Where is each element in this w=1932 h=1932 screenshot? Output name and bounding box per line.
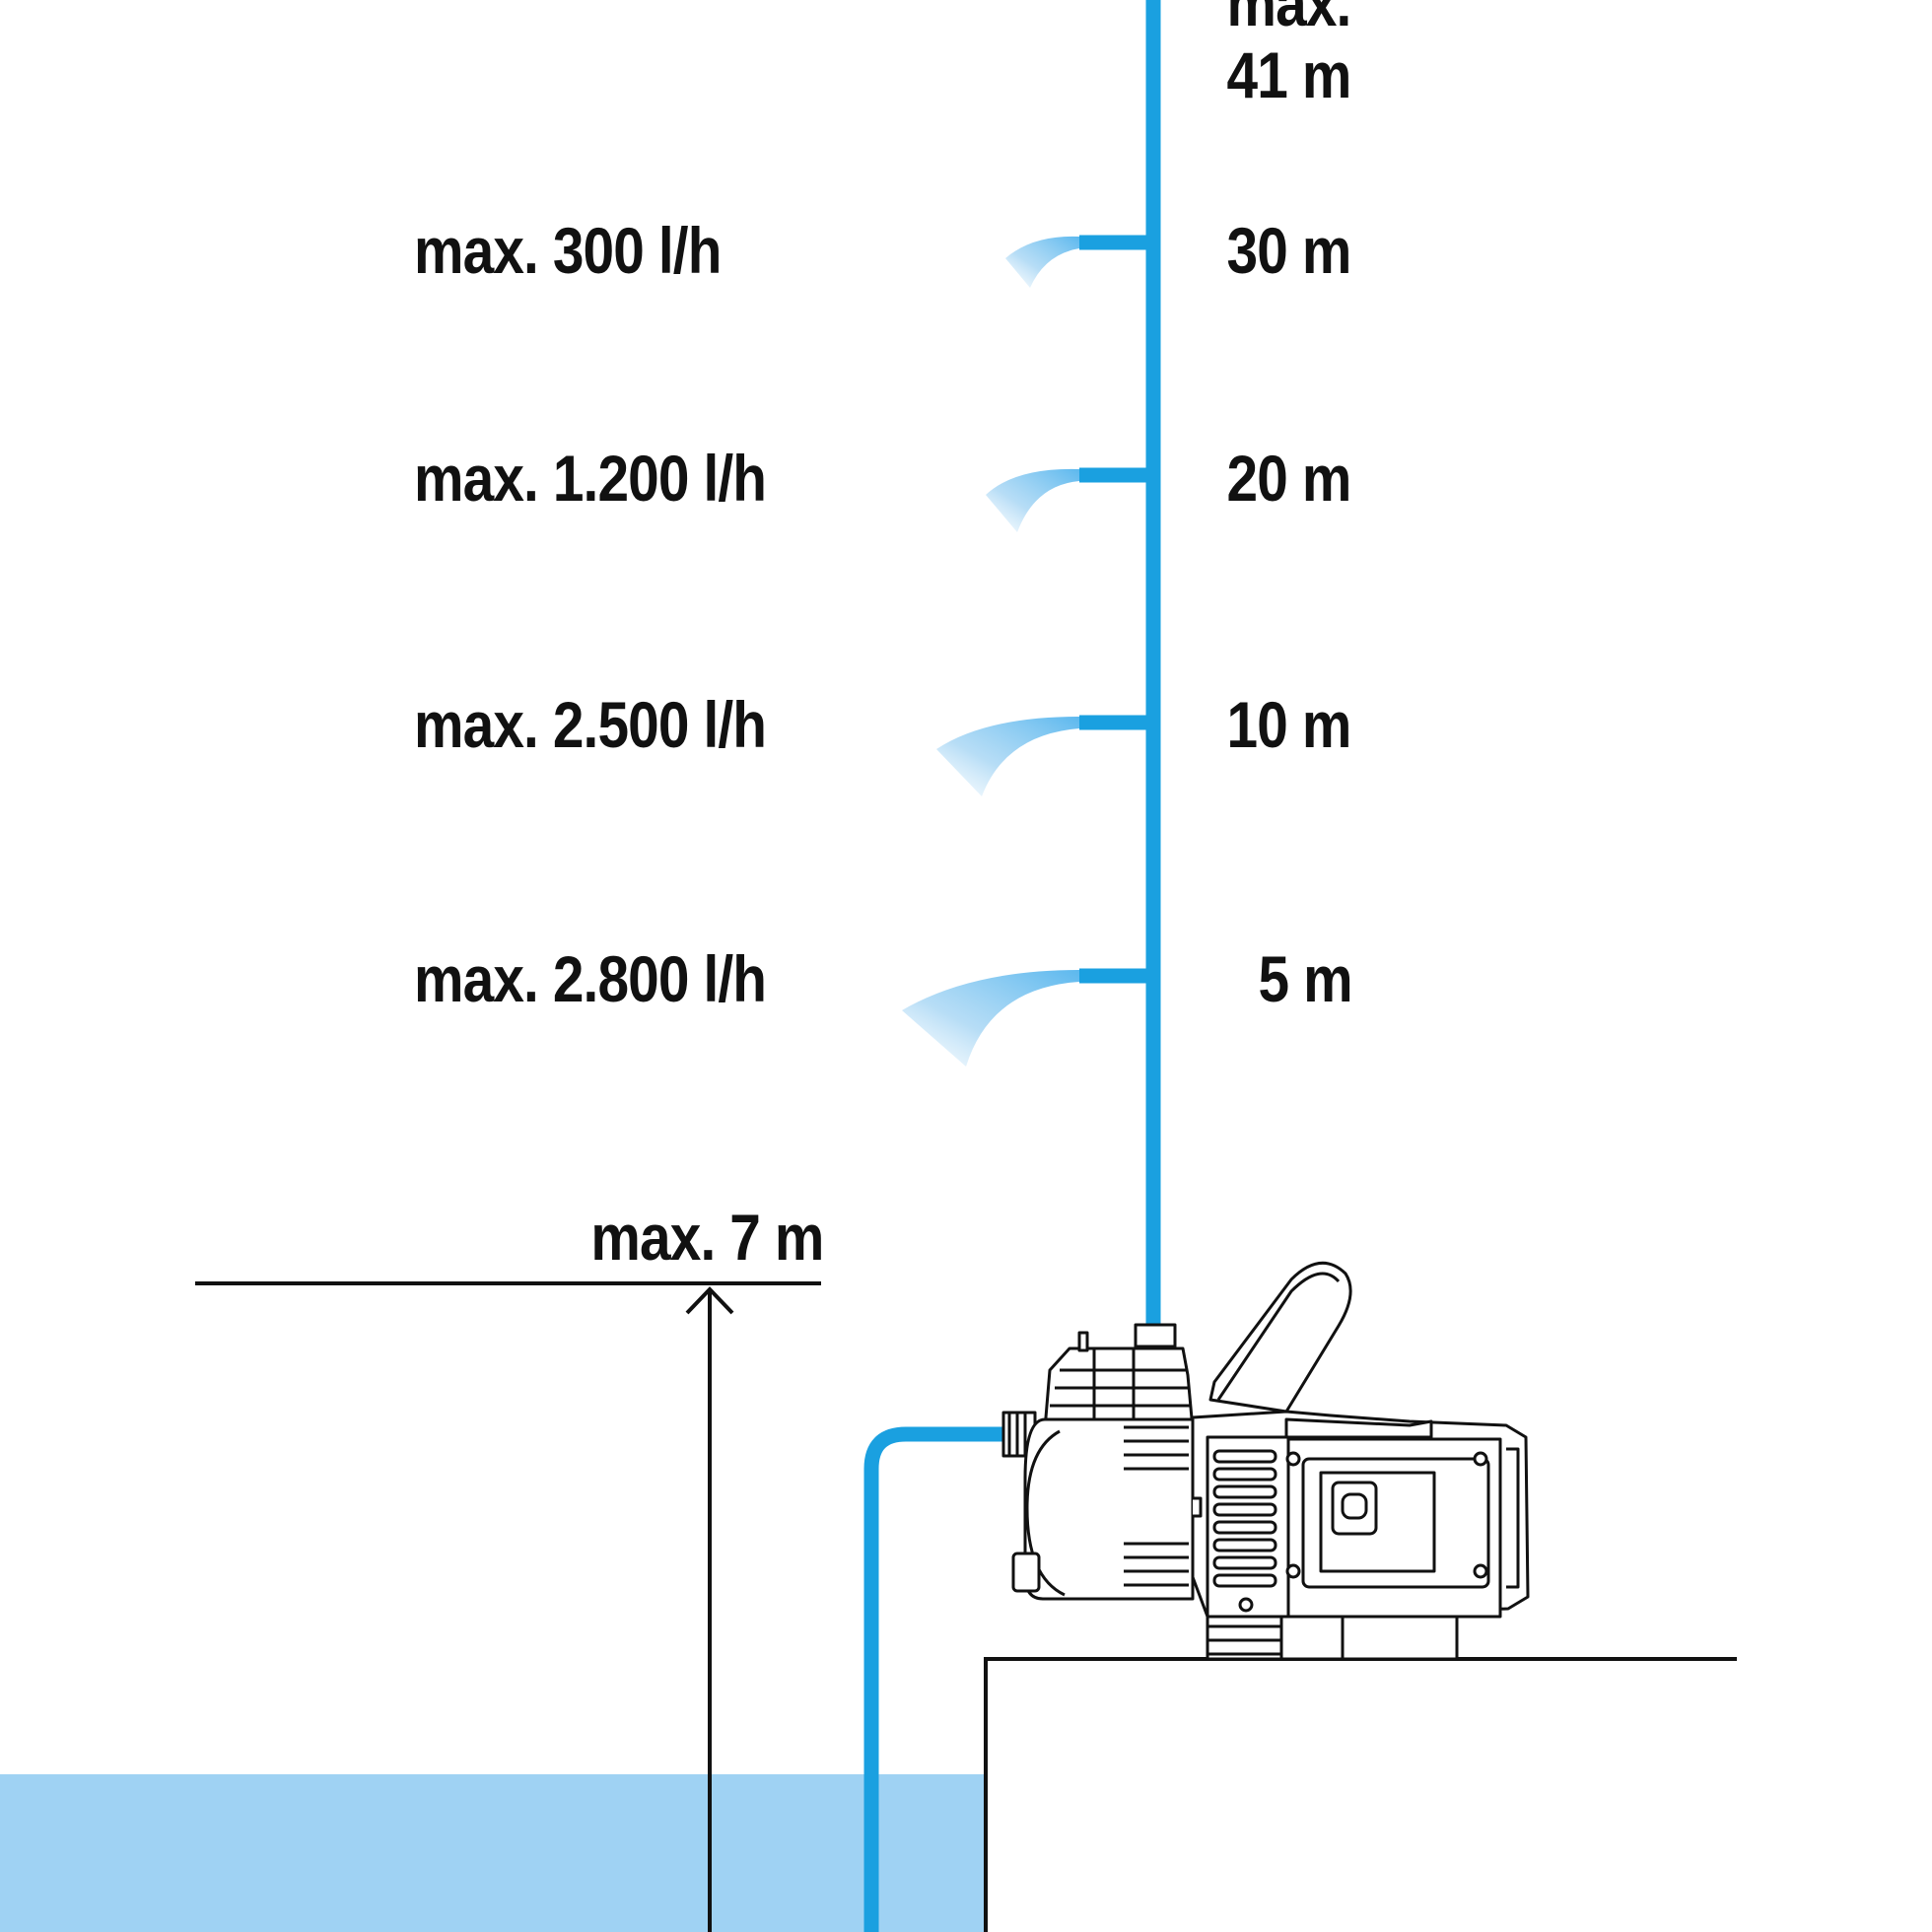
max-head-label-line1: max.: [1226, 0, 1351, 39]
ledge-outline: [984, 1657, 1737, 1932]
water-spray: [986, 468, 1079, 532]
water-spray: [1005, 236, 1079, 288]
outlet-20m: [986, 467, 1153, 532]
height-label-30m: 30 m: [1226, 214, 1351, 287]
height-label-20m: 20 m: [1226, 442, 1351, 515]
flow-label-10m: max. 2.500 l/h: [414, 688, 767, 761]
height-label-10m: 10 m: [1226, 688, 1351, 761]
suction-height-label: max. 7 m: [589, 1201, 824, 1274]
suction-hose: [863, 1426, 1003, 1932]
water-spray: [902, 970, 1079, 1067]
height-label-5m: 5 m: [1258, 942, 1353, 1015]
outlet-30m: [1005, 235, 1153, 288]
flow-label-5m: max. 2.800 l/h: [414, 942, 767, 1015]
water-spray: [936, 717, 1079, 796]
max-head-label-line2: 41 m: [1226, 38, 1351, 111]
arrowhead-icon: [685, 1286, 734, 1315]
flow-label-30m: max. 300 l/h: [414, 214, 722, 287]
garden-pump-icon: [1001, 1261, 1530, 1661]
water-body: [0, 1774, 986, 1932]
flow-label-20m: max. 1.200 l/h: [414, 442, 767, 515]
outlet-10m: [936, 715, 1153, 796]
outlet-5m: [902, 968, 1153, 1067]
